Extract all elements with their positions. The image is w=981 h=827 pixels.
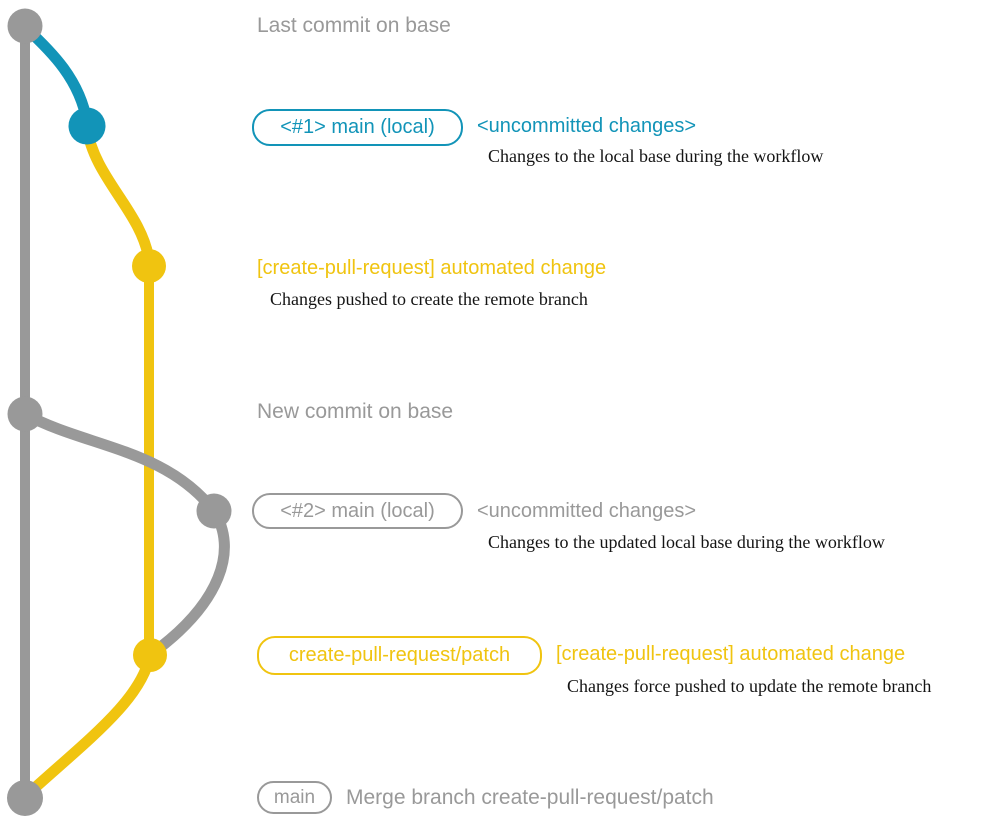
uncommitted-changes-desc-1: Changes to the local base during the wor…: [488, 146, 824, 166]
branch-badge-main: main: [257, 781, 332, 814]
uncommitted-changes-desc-2: Changes to the updated local base during…: [488, 532, 885, 552]
uncommitted-changes-title-2: <uncommitted changes>: [477, 500, 697, 522]
branch-badge-main-local-2-label: <#2> main (local): [280, 499, 435, 522]
commit-graph: [7, 8, 232, 816]
commit-dot-main-local-1: [68, 107, 106, 145]
new-commit-label: New commit on base: [257, 400, 454, 423]
local-main-branch-curve-2: [19, 408, 220, 517]
merge-commit-label: Merge branch create-pull-request/patch: [346, 786, 714, 809]
branch-badge-main-local-1-label: <#1> main (local): [280, 116, 435, 138]
patch-merge-curve: [22, 649, 156, 800]
automated-change-title-2: [create-pull-request] automated change: [556, 643, 906, 665]
patch-branch-curve-1: [81, 122, 155, 266]
automated-change-desc-2: Changes force pushed to update the remot…: [567, 676, 932, 696]
branch-badge-main-local-1: <#1> main (local): [252, 109, 463, 146]
uncommitted-changes-title-1: <uncommitted changes>: [477, 115, 697, 137]
branch-badge-patch-label: create-pull-request/patch: [288, 644, 511, 666]
commit-dot-patch-1: [132, 249, 166, 283]
automated-change-title-1: [create-pull-request] automated change: [257, 257, 607, 279]
commit-dot-new-base: [7, 396, 43, 432]
commit-dot-merge: [7, 780, 43, 816]
commit-dot-patch-2: [133, 638, 167, 672]
last-commit-label: Last commit on base: [257, 14, 451, 37]
branch-badge-main-local-2: <#2> main (local): [252, 493, 463, 529]
automated-change-desc-1: Changes pushed to create the remote bran…: [270, 289, 588, 309]
local-main-branch-curve-1: [20, 22, 93, 128]
branch-badge-patch: create-pull-request/patch: [257, 636, 542, 675]
commit-dot-last-base: [7, 8, 43, 44]
commit-dot-main-local-2: [196, 493, 232, 529]
local-main-merge-curve: [144, 505, 230, 661]
branch-badge-main-label: main: [273, 786, 316, 808]
